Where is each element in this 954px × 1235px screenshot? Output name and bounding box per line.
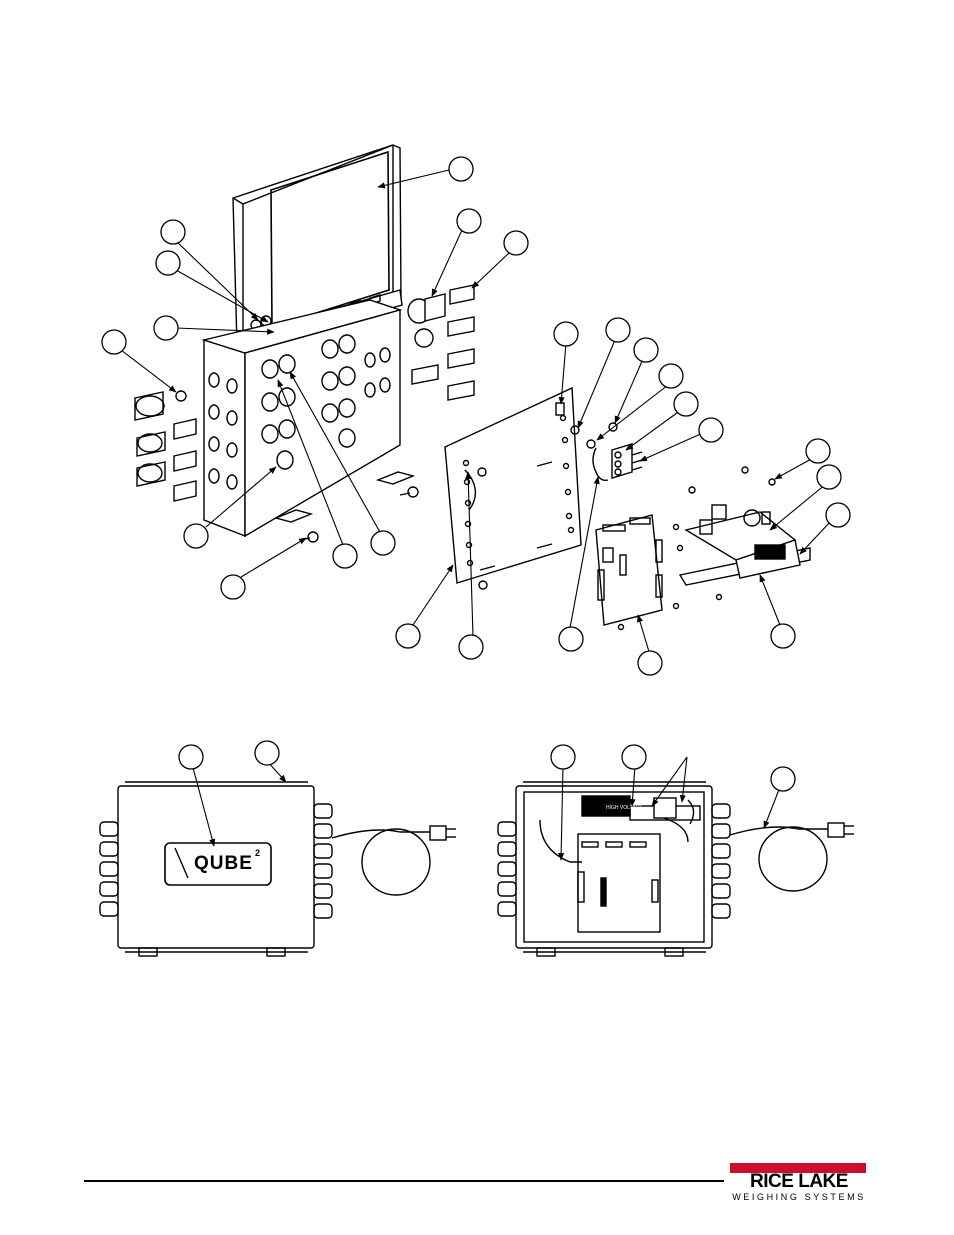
power-supply (680, 505, 810, 585)
brand-tagline: WEIGHING SYSTEMS (728, 1192, 870, 1202)
back-plate (445, 388, 581, 589)
rice-lake-logo: RICE LAKE WEIGHING SYSTEMS (728, 1163, 870, 1203)
brand-name: RICE LAKE (728, 1173, 870, 1191)
footer-rule (84, 1180, 724, 1182)
terminal-block (587, 423, 642, 480)
qube-logo-text: QUBE (194, 853, 253, 874)
qube-logo-superscript: 2 (255, 848, 260, 858)
main-board (596, 515, 662, 625)
cable-glands-right (408, 285, 474, 400)
cable-glands-left (135, 391, 196, 501)
assembled-open-view (498, 782, 854, 956)
assembled-front-view (100, 782, 456, 956)
high-voltage-sticker-text: HIGH VOLTAGE (606, 805, 643, 811)
enclosure-box (204, 300, 400, 536)
